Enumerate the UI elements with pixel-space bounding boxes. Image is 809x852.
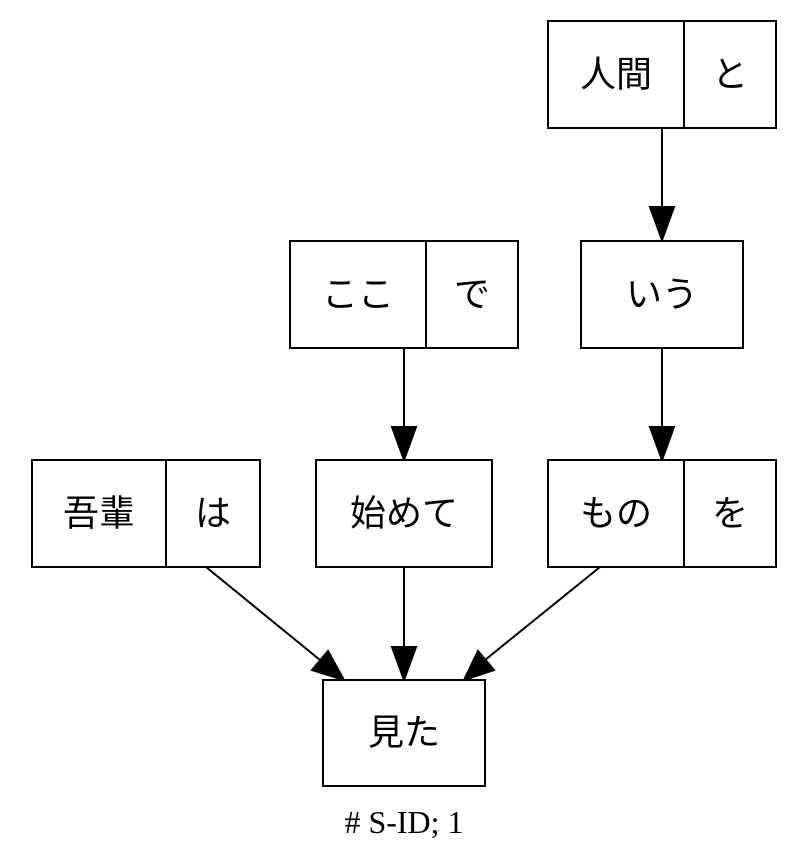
node-hajimete: 始めて [315, 459, 493, 568]
diagram-caption: # S-ID; 1 [344, 804, 463, 840]
node-ningen-to-field-1: 人間 [580, 55, 652, 96]
node-mono-wo: もの を [547, 459, 777, 568]
node-mono-wo-field-2: を [712, 494, 748, 535]
node-koko-de: ここ で [289, 240, 519, 349]
node-mita: 見た [322, 679, 486, 787]
edge-hajimete-to-mita [390, 567, 418, 683]
node-ningen-to-field-2: と [712, 55, 748, 96]
edges [205, 128, 676, 683]
node-koko-de-field-1: ここ [322, 275, 394, 316]
node-koko-de-field-2: で [454, 275, 490, 316]
node-wagahai-wa: 吾輩 は [31, 459, 261, 568]
node-iu: いう [580, 240, 744, 349]
node-wagahai-wa-field-1: 吾輩 [63, 494, 135, 535]
edge-ningen-to-iu [648, 128, 676, 243]
edge-mono-wo-to-mita [462, 566, 601, 682]
edge-wagahai-wa-to-mita [205, 566, 347, 682]
node-mono-wo-field-1: もの [580, 494, 652, 535]
node-mita-field-1: 見た [368, 713, 440, 754]
node-wagahai-wa-field-2: は [195, 494, 231, 535]
edge-koko-de-to-hajimete [390, 348, 418, 463]
node-ningen-to: 人間 と [547, 20, 777, 129]
edge-iu-to-mono-wo [648, 348, 676, 463]
node-hajimete-field-1: 始めて [350, 494, 458, 535]
node-iu-field-1: いう [626, 275, 698, 316]
